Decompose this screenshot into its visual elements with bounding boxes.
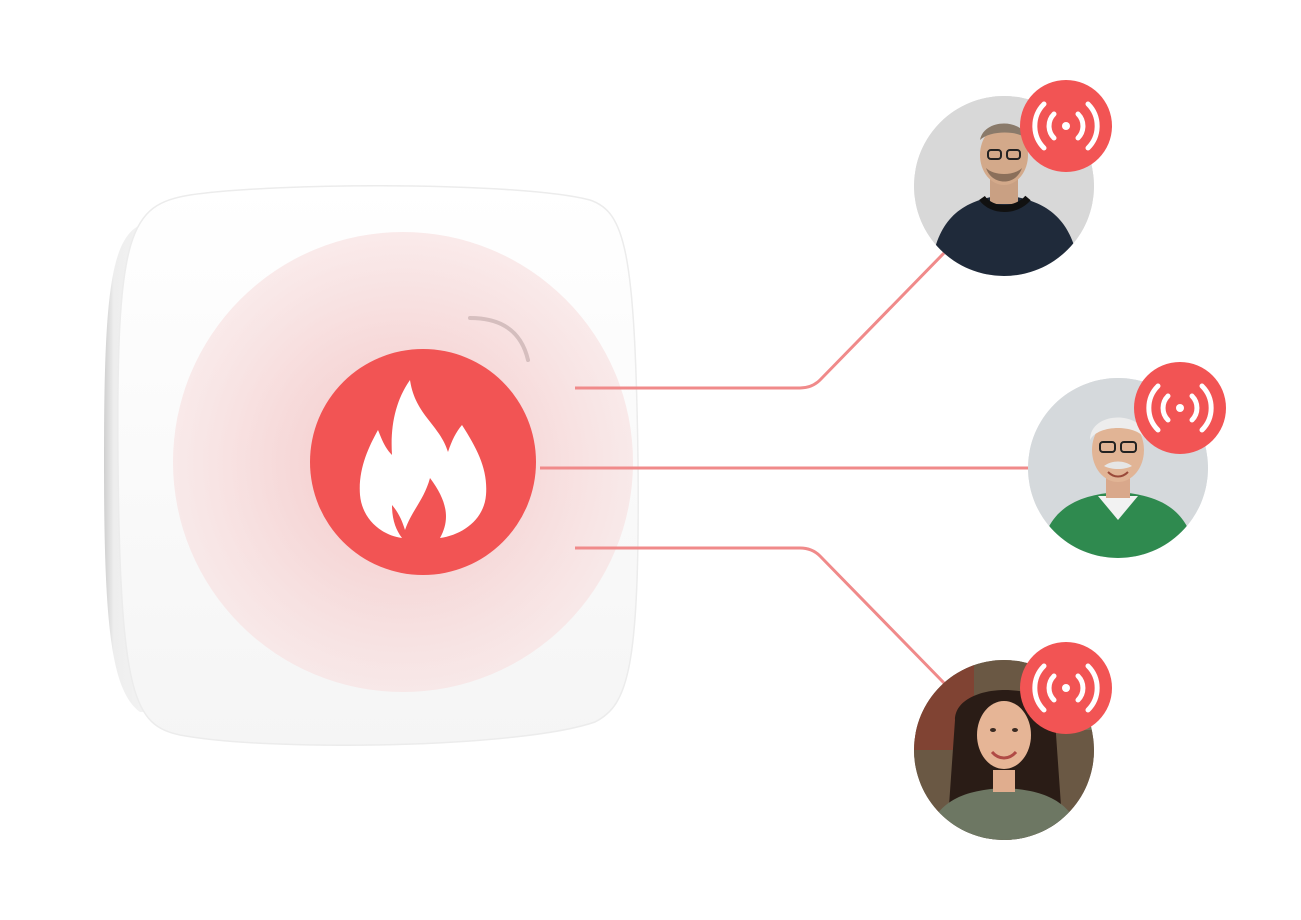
alert-badge-2 [1134,362,1226,454]
connector-line-1 [575,250,947,390]
alert-badge-3 [1020,642,1112,734]
connector-line-3 [575,546,947,686]
broadcast-icon [1032,663,1100,713]
connector-lines [540,250,1030,686]
broadcast-icon [1146,383,1214,433]
fire-alarm-indicator [310,349,536,575]
fire-icon [359,380,487,538]
broadcast-icon [1032,101,1100,151]
alert-badge-1 [1020,80,1112,172]
